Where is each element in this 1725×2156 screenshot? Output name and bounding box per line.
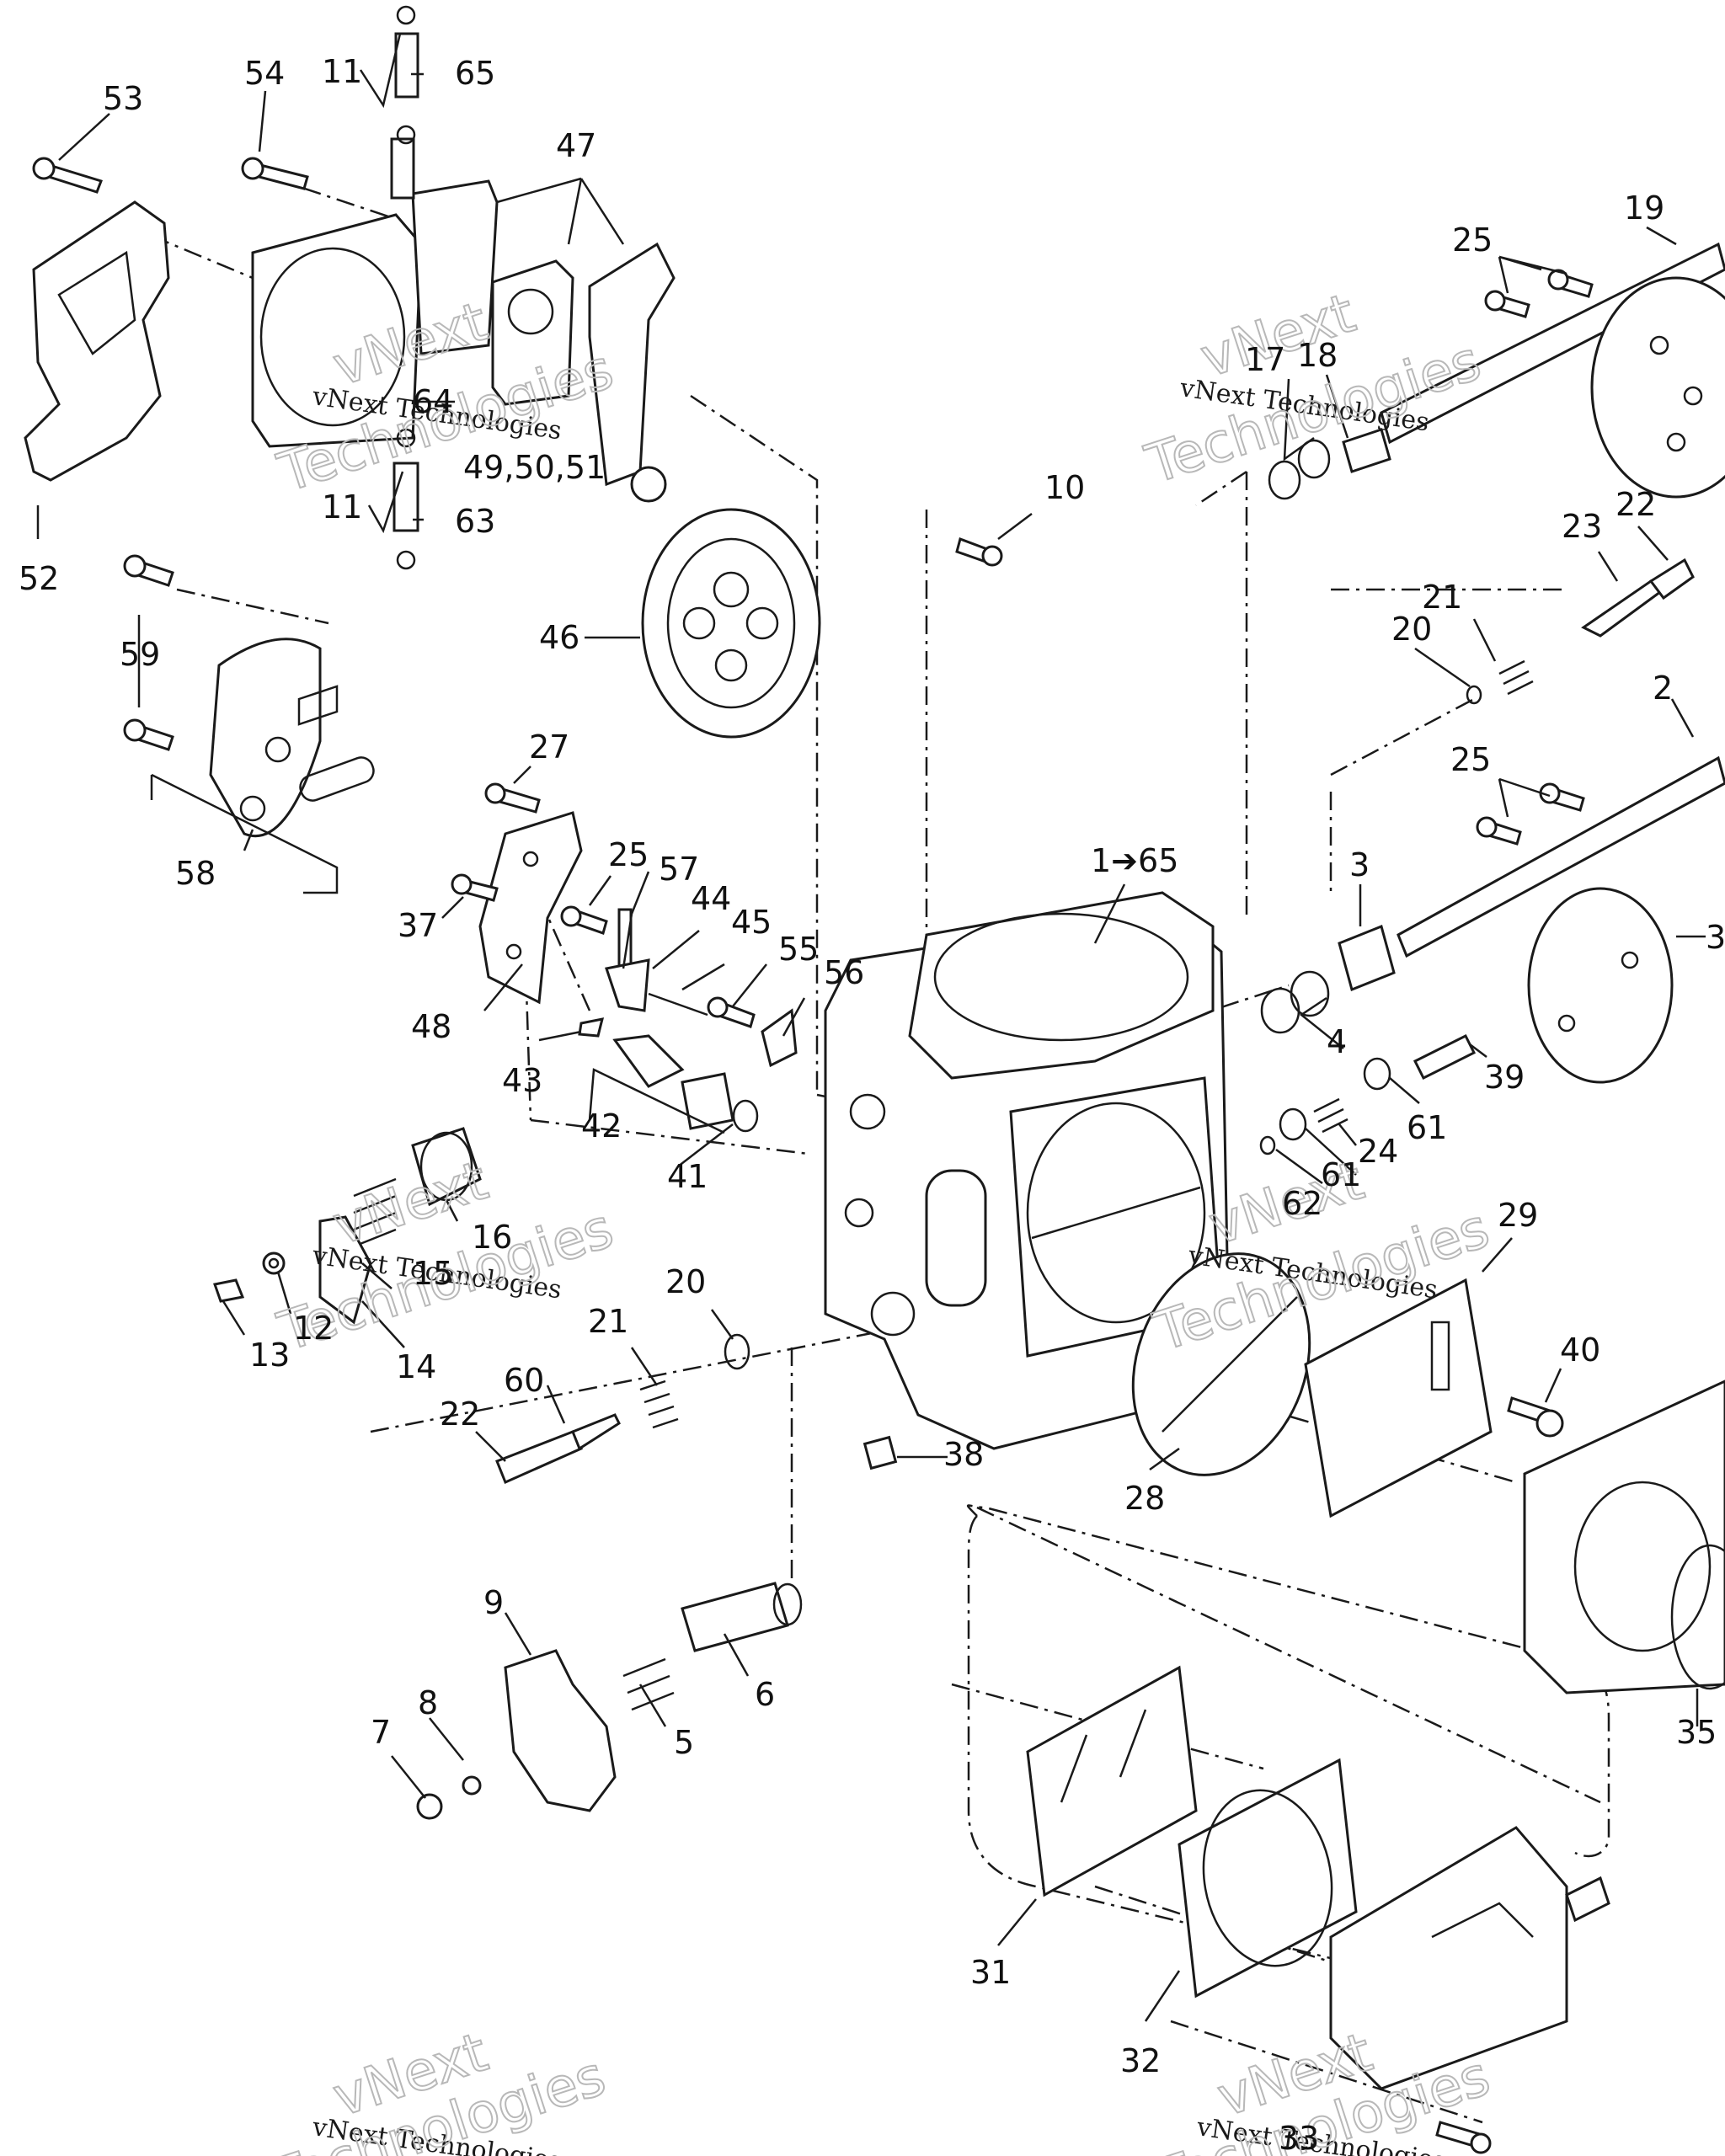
plate-31 [1026, 1665, 1198, 1897]
callout-49-50-51: 49,50,51 [463, 449, 606, 486]
callout-52: 52 [19, 560, 59, 597]
callout-23: 23 [1562, 508, 1602, 545]
callout-24: 24 [1358, 1133, 1398, 1170]
callout-55: 55 [778, 931, 819, 968]
callout-37: 37 [398, 907, 438, 944]
callout-3: 3 [1349, 846, 1370, 883]
callout-46: 46 [539, 619, 579, 656]
callout-62: 62 [1282, 1185, 1322, 1222]
callout-44: 44 [691, 880, 731, 917]
callout-28: 28 [1124, 1480, 1165, 1517]
callout-29: 29 [1498, 1197, 1538, 1234]
callout-56: 56 [824, 954, 864, 991]
parts [24, 5, 1725, 2154]
gasket-32 [1178, 1758, 1358, 1999]
callout-5: 5 [674, 1724, 694, 1761]
callout-4: 4 [1327, 1023, 1347, 1060]
callout-13: 13 [249, 1337, 290, 1374]
callout-22: 22 [440, 1396, 480, 1433]
callout-63: 63 [455, 503, 495, 540]
callout-47: 47 [556, 127, 596, 164]
callout-61: 61 [1407, 1109, 1447, 1146]
bracket-plate-52 [24, 200, 170, 482]
gasket-48 [478, 811, 583, 1005]
watermark-2: vNext Technologies vNext Technologies [1138, 281, 1489, 497]
callout-33: 33 [1279, 2120, 1319, 2156]
callout-64: 64 [413, 383, 453, 420]
callout-40: 40 [1560, 1331, 1600, 1369]
cover-58 [209, 638, 322, 838]
callout-48: 48 [411, 1008, 451, 1045]
callout-31: 31 [970, 1954, 1011, 1991]
callout-15: 15 [413, 1255, 453, 1292]
callout-3: 3 [1706, 919, 1725, 956]
callout-43: 43 [502, 1062, 542, 1099]
callout-32: 32 [1120, 2042, 1161, 2079]
callout-42: 42 [581, 1107, 622, 1145]
callout-11: 11 [322, 488, 362, 526]
callout-21: 21 [1422, 579, 1462, 616]
callout-41: 41 [667, 1158, 708, 1195]
gasket-28 [1131, 1252, 1311, 1476]
callout-27: 27 [529, 728, 569, 766]
callout-53: 53 [103, 80, 143, 117]
plate-29 [1304, 1278, 1493, 1518]
callout-65: 65 [455, 55, 495, 92]
callout-25: 25 [1450, 741, 1491, 778]
callout-7: 7 [371, 1714, 391, 1751]
leader-lines [36, 33, 1706, 2022]
callout-6: 6 [755, 1676, 775, 1713]
callout-59: 59 [120, 636, 160, 673]
callout-25: 25 [1452, 221, 1493, 259]
callout-54: 54 [244, 55, 285, 92]
callout-38: 38 [943, 1436, 984, 1473]
callout-18: 18 [1297, 337, 1338, 374]
callout-61: 61 [1321, 1156, 1361, 1193]
callout-16: 16 [472, 1219, 512, 1256]
callout-9: 9 [483, 1584, 504, 1621]
callout-60: 60 [504, 1362, 544, 1399]
callout-2: 2 [1653, 670, 1673, 707]
callout-57: 57 [659, 851, 699, 888]
callout-25: 25 [608, 836, 649, 873]
cover-33 [1329, 1826, 1568, 2090]
callout-58: 58 [175, 855, 216, 892]
callout-19: 19 [1624, 189, 1664, 227]
callout-35: 35 [1676, 1714, 1717, 1751]
callout-labels: 53 54 11 65 47 52 64 49,50,51 11 63 59 4… [19, 53, 1725, 2156]
watermark-5: vNext Technologies vNext Technologies [263, 2020, 614, 2156]
callout-22: 22 [1616, 486, 1656, 523]
callout-21: 21 [588, 1303, 628, 1340]
callout-8: 8 [418, 1684, 438, 1721]
callout-11: 11 [322, 53, 362, 90]
callout-39: 39 [1484, 1059, 1525, 1096]
callout-20: 20 [1391, 611, 1432, 648]
callout-17: 17 [1245, 341, 1285, 378]
callout-14: 14 [396, 1348, 436, 1385]
cover-plate-47 [251, 213, 423, 448]
callout-12: 12 [293, 1310, 334, 1347]
callout-45: 45 [731, 904, 772, 941]
callout-20: 20 [665, 1263, 706, 1300]
callout-10: 10 [1044, 469, 1085, 506]
callout-1-to-65: 1➔65 [1091, 842, 1178, 879]
diaphragm-46 [641, 508, 821, 739]
